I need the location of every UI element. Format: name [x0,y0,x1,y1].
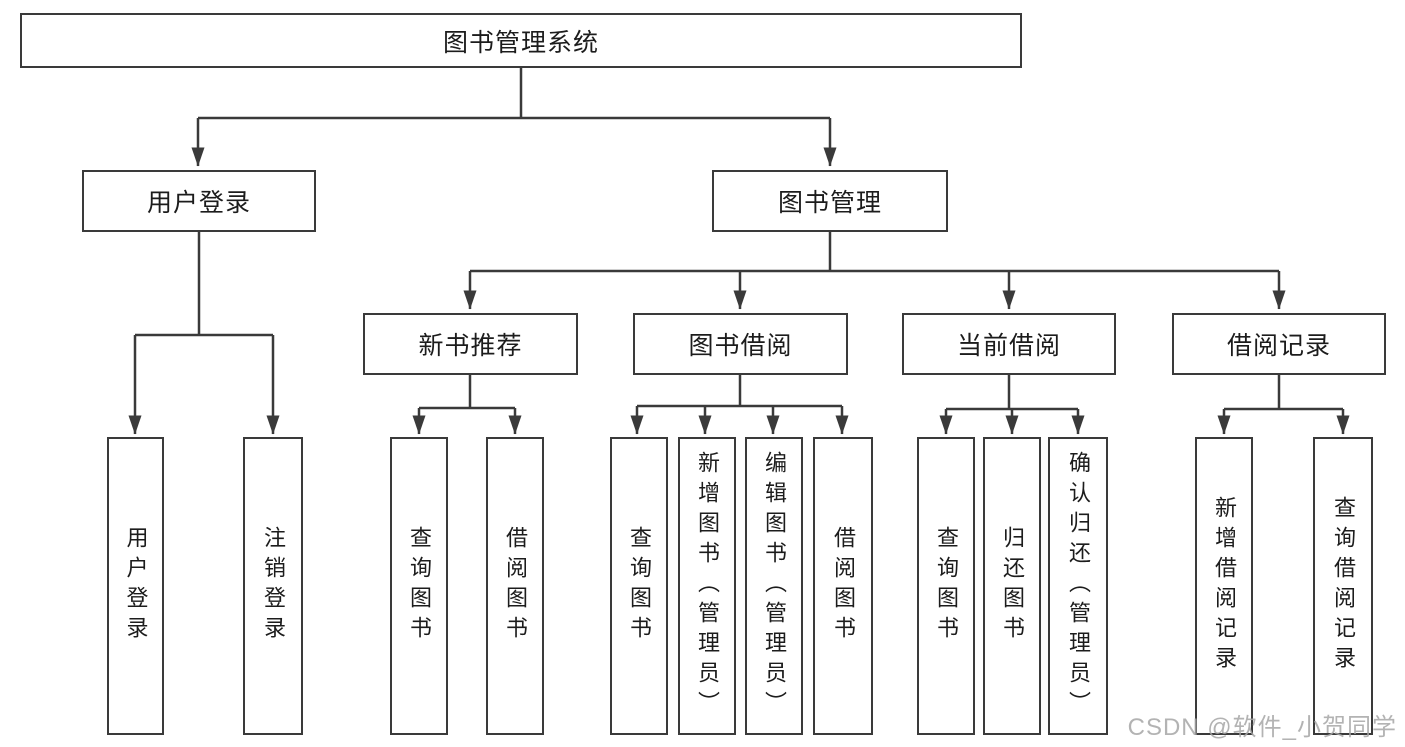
leaf-add-books-admin: 新增图书（管理员） [678,437,736,735]
leaf-add-borrow-record: 新增借阅记录 [1195,437,1253,735]
node-label: 用户登录 [146,189,251,217]
node-new-book-recommendation: 新书推荐 [363,313,578,375]
node-book-management: 图书管理 [712,170,948,232]
node-borrowing-records: 借阅记录 [1172,313,1386,375]
leaf-confirm-return-admin: 确认归还（管理员） [1048,437,1108,735]
node-user-login-branch: 用户登录 [82,170,316,232]
node-label: 编辑图书（管理员） [762,451,787,721]
node-label: 注销登录 [261,526,286,646]
node-label: 查询图书 [934,526,959,646]
node-label: 新增图书（管理员） [695,451,720,721]
node-label: 新增借阅记录 [1212,496,1237,676]
leaf-borrow-books: 借阅图书 [813,437,873,735]
node-label: 归还图书 [1000,526,1025,646]
leaf-query-borrow-record: 查询借阅记录 [1313,437,1373,735]
node-label: 当前借阅 [956,332,1061,360]
leaf-query-books-current: 查询图书 [917,437,975,735]
csdn-watermark: CSDN @软件_小贺同学 [1127,714,1397,741]
node-label: 查询图书 [627,526,652,646]
node-label: 借阅记录 [1226,332,1331,360]
leaf-query-books-borrow: 查询图书 [610,437,668,735]
leaf-user-login: 用户登录 [107,437,164,735]
node-book-borrowing: 图书借阅 [633,313,848,375]
leaf-logout: 注销登录 [243,437,303,735]
node-current-borrowing: 当前借阅 [902,313,1116,375]
node-label: 图书管理系统 [442,28,599,57]
node-label: 查询借阅记录 [1331,496,1356,676]
node-library-management-system: 图书管理系统 [20,13,1022,68]
node-label: 新书推荐 [418,332,523,360]
node-label: 确认归还（管理员） [1066,451,1091,721]
node-label: 查询图书 [407,526,432,646]
leaf-query-books-recommend: 查询图书 [390,437,448,735]
leaf-edit-books-admin: 编辑图书（管理员） [745,437,803,735]
node-label: 借阅图书 [831,526,856,646]
node-label: 用户登录 [123,526,149,646]
node-label: 图书管理 [777,189,882,217]
node-label: 图书借阅 [688,332,793,360]
leaf-return-books: 归还图书 [983,437,1041,735]
leaf-borrow-books-recommend: 借阅图书 [486,437,544,735]
node-label: 借阅图书 [503,526,528,646]
